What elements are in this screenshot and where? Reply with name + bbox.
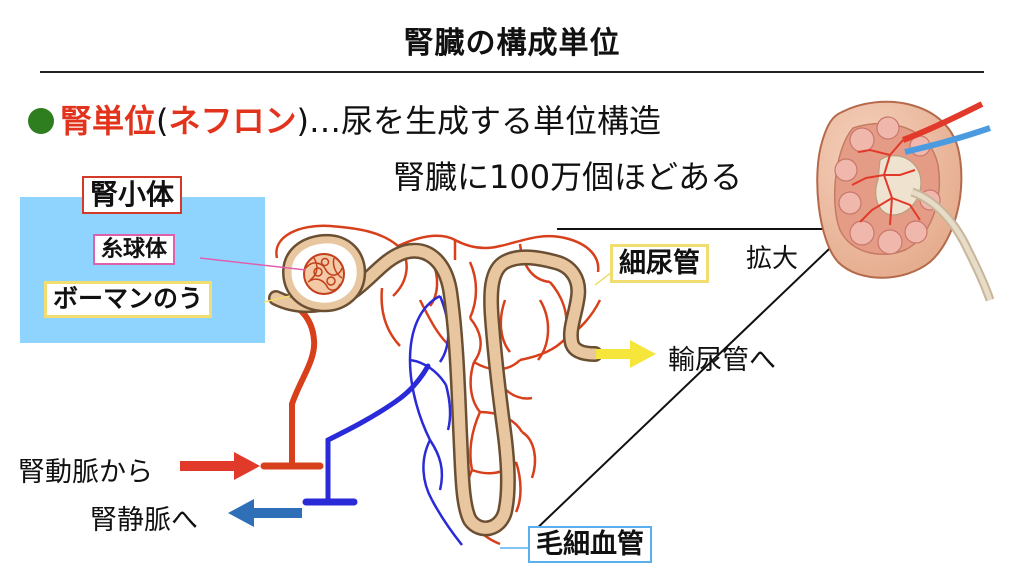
capillary-network-blue xyxy=(408,294,463,546)
headline-description: …尿を生成する単位構造 xyxy=(309,102,662,140)
label-bowman-capsule: ボーマンのう xyxy=(44,281,213,318)
paren-close: ) xyxy=(296,102,309,140)
green-bullet-icon xyxy=(28,108,54,134)
arrow-to-ureter xyxy=(596,340,656,368)
label-from-renal-artery: 腎動脈から xyxy=(18,457,153,488)
page-title: 腎臓の構成単位 xyxy=(403,26,621,61)
kidney-illustration xyxy=(816,100,995,302)
label-to-ureter: 輸尿管へ xyxy=(668,345,776,376)
renal-vein xyxy=(302,363,431,506)
term-nephron-unit: 腎単位 xyxy=(60,102,157,140)
label-glomerulus: 糸球体 xyxy=(93,234,176,266)
label-renal-corpuscle: 腎小体 xyxy=(82,176,183,215)
subline-count: 腎臓に100万個ほどある xyxy=(393,158,743,196)
term-nephron: ネフロン xyxy=(168,102,297,140)
title-divider xyxy=(40,71,984,73)
headline: 腎単位(ネフロン)…尿を生成する単位構造 xyxy=(28,96,661,142)
renal-corpuscle-region xyxy=(20,197,265,343)
label-enlarge: 拡大 xyxy=(746,244,799,274)
magnify-lines xyxy=(529,228,851,536)
label-capillary: 毛細血管 xyxy=(528,526,652,564)
arrow-from-artery xyxy=(180,452,260,480)
renal-tubule xyxy=(268,242,603,537)
label-renal-tubule: 細尿管 xyxy=(610,244,709,284)
renal-artery xyxy=(260,293,324,470)
glomerulus xyxy=(303,253,345,295)
paren-open: ( xyxy=(156,102,169,140)
arrow-to-vein xyxy=(228,499,302,527)
label-leaders xyxy=(199,257,613,549)
label-to-renal-vein: 腎静脈へ xyxy=(90,505,198,536)
